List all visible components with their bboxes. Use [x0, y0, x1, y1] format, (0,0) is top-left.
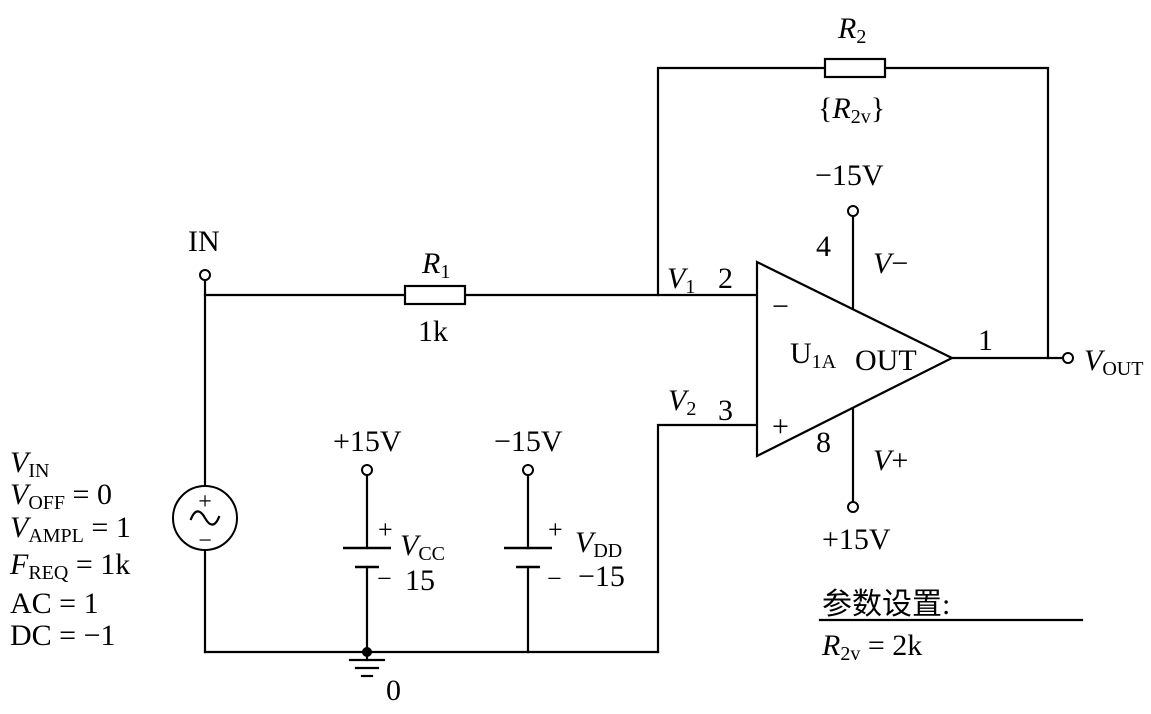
settings-title: 参数设置:	[822, 588, 950, 621]
source-parameters: VIN VOFF = 0 VAMPL = 1 FREQ = 1k AC = 1 …	[9, 446, 131, 652]
vcc-value: 15	[405, 564, 435, 597]
input-terminal	[199, 269, 211, 281]
r2-subscript: 2	[856, 26, 866, 48]
opamp-vpos-symbol: V	[873, 444, 895, 477]
source-ampl-value: = 1	[84, 511, 131, 544]
opamp-triangle	[755, 260, 955, 458]
vcc-symbol: V	[400, 529, 422, 562]
r1-value: 1k	[418, 315, 448, 348]
opamp-vpos-label: V+	[873, 444, 908, 477]
source-plus-sign: +	[198, 489, 212, 515]
r2-value-subscript: 2v	[851, 106, 871, 128]
source-minus-sign: −	[198, 528, 212, 554]
node-v1-label: V1	[667, 262, 695, 298]
settings-value: = 2k	[860, 629, 922, 662]
opamp-noninverting-sign: +	[772, 410, 789, 443]
settings-symbol: R	[821, 629, 840, 662]
vdd-minus-sign: −	[547, 564, 562, 593]
vcc-terminal	[361, 464, 373, 476]
ground-symbol	[348, 658, 386, 678]
r2-label: R2	[837, 12, 866, 48]
source-amplitude: VAMPL = 1	[10, 511, 131, 547]
source-name-subscript: IN	[28, 460, 49, 482]
output-label: VOUT	[1084, 344, 1143, 380]
opamp-ref-subscript: 1A	[812, 351, 837, 373]
pin-output: 1	[978, 324, 993, 357]
source-ac: AC = 1	[10, 587, 99, 620]
r1-body	[403, 284, 467, 306]
r1-subscript: 1	[440, 261, 450, 283]
wires	[203, 66, 1065, 662]
vneg-terminal	[847, 205, 859, 217]
vdd-plus-sign: +	[548, 515, 563, 544]
wire-feedback-right	[883, 66, 1050, 360]
opamp-vpos-sign: +	[891, 444, 908, 477]
source-name-symbol: V	[10, 446, 32, 479]
wire-feedback-left	[656, 66, 827, 297]
vcc-minus-sign: −	[377, 564, 392, 593]
wire-noninverting	[656, 423, 759, 654]
vpos-terminal	[847, 501, 859, 513]
node-v1-subscript: 1	[685, 276, 695, 298]
r1-label: R1	[421, 247, 450, 283]
opamp-vpos-supply: +15V	[822, 523, 891, 556]
source-dc: DC = −1	[10, 619, 116, 652]
r2-value-close-brace: }	[871, 92, 885, 125]
vdd-subscript: DD	[593, 540, 622, 562]
opamp-vneg-symbol: V	[873, 247, 895, 280]
settings-subscript: 2v	[840, 643, 860, 665]
opamp-reference: U1A	[790, 337, 837, 373]
vdd-terminal	[522, 464, 534, 476]
vdd-value: −15	[578, 560, 625, 593]
vcc-terminal-label: +15V	[333, 425, 402, 458]
r1-symbol: R	[421, 247, 440, 280]
parameter-settings: 参数设置: R2v = 2k	[818, 588, 1084, 665]
pin-vneg: 4	[816, 230, 831, 263]
source-offset: VOFF = 0	[10, 478, 112, 514]
ground-node-dot	[362, 647, 372, 657]
source-name: VIN	[10, 446, 49, 482]
source-offset-symbol: V	[10, 478, 32, 511]
vcc-plus-sign: +	[378, 515, 393, 544]
opamp-vneg-supply: −15V	[815, 159, 884, 192]
pin-inverting: 2	[718, 262, 733, 295]
vdd-symbol: V	[575, 526, 597, 559]
opamp-output-text: OUT	[855, 344, 917, 377]
pin-vpos: 8	[816, 426, 831, 459]
source-ampl-symbol: V	[10, 511, 32, 544]
r2-value-symbol: R	[831, 92, 850, 125]
source-freq-symbol: F	[9, 548, 29, 581]
r2-symbol: R	[837, 12, 856, 45]
node-v2-symbol: V	[668, 384, 690, 417]
node-v1-symbol: V	[667, 262, 689, 295]
source-offset-subscript: OFF	[28, 492, 65, 514]
vcc-label: VCC	[400, 529, 445, 565]
source-freq-value: = 1k	[68, 548, 130, 581]
node-v2-label: V2	[668, 384, 696, 420]
vcc-subscript: CC	[418, 543, 445, 565]
output-terminal	[1062, 352, 1074, 364]
opamp-inverting-sign: −	[772, 290, 789, 323]
output-subscript: OUT	[1102, 358, 1143, 380]
vdd-terminal-label: −15V	[494, 425, 563, 458]
sine-wave-icon	[189, 510, 221, 526]
settings-r2v: R2v = 2k	[821, 629, 922, 665]
vdd-label: VDD	[575, 526, 622, 562]
source-freq-subscript: REQ	[28, 562, 69, 584]
source-frequency: FREQ = 1k	[9, 548, 130, 584]
r2-value: {R2v}	[818, 92, 885, 128]
opamp-vneg-label: V−	[873, 247, 908, 280]
pin-noninverting: 3	[718, 394, 733, 427]
r2-value-open-brace: {	[818, 92, 832, 125]
r2-body	[823, 57, 887, 79]
opamp-vneg-sign: −	[891, 247, 908, 280]
source-offset-value: = 0	[65, 478, 112, 511]
input-label: IN	[188, 225, 220, 258]
ground-label: 0	[386, 674, 401, 707]
opamp-ref-symbol: U	[790, 337, 812, 370]
source-ampl-subscript: AMPL	[28, 525, 84, 547]
output-symbol: V	[1084, 344, 1106, 377]
node-v2-subscript: 2	[686, 398, 696, 420]
